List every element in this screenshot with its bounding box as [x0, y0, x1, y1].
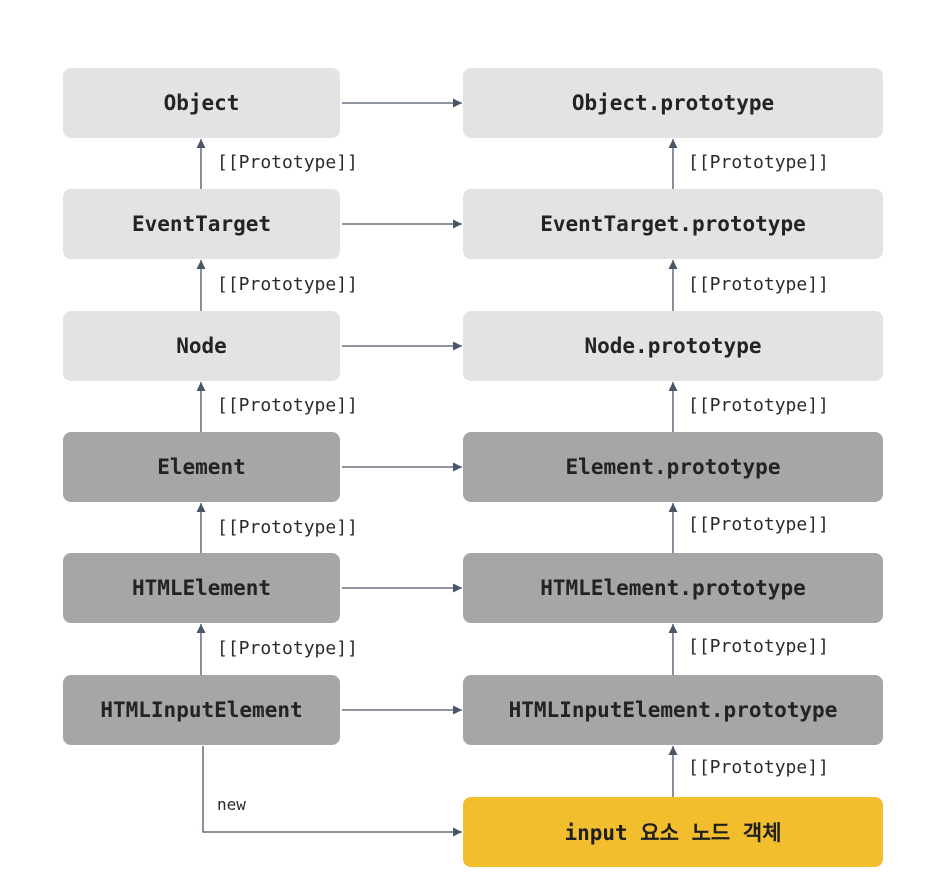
node-node-prototype: Node.prototype	[463, 311, 883, 381]
node-event-target-prototype: EventTarget.prototype	[463, 189, 883, 259]
node-element: Element	[63, 432, 340, 502]
edge-label-right-4: [[Prototype]]	[688, 514, 829, 535]
edge-label-right-3: [[Prototype]]	[688, 395, 829, 416]
node-html-element-prototype: HTMLElement.prototype	[463, 553, 883, 623]
arrow-new	[202, 746, 462, 837]
node-event-target: EventTarget	[63, 189, 340, 259]
node-html-input-element-prototype: HTMLInputElement.prototype	[463, 675, 883, 745]
edge-label-left-5: [[Prototype]]	[217, 638, 358, 659]
edge-label-right-1: [[Prototype]]	[688, 152, 829, 173]
node-html-element: HTMLElement	[63, 553, 340, 623]
node-node: Node	[63, 311, 340, 381]
node-input-element-object: input 요소 노드 객체	[463, 797, 883, 867]
edge-label-right-6: [[Prototype]]	[688, 757, 829, 778]
edge-label-left-1: [[Prototype]]	[217, 152, 358, 173]
edge-label-right-2: [[Prototype]]	[688, 274, 829, 295]
node-element-prototype: Element.prototype	[463, 432, 883, 502]
edge-label-left-2: [[Prototype]]	[217, 274, 358, 295]
node-html-input-element: HTMLInputElement	[63, 675, 340, 745]
new-label: new	[217, 795, 246, 814]
edge-label-left-4: [[Prototype]]	[217, 517, 358, 538]
node-object-prototype: Object.prototype	[463, 68, 883, 138]
node-object: Object	[63, 68, 340, 138]
edge-label-right-5: [[Prototype]]	[688, 636, 829, 657]
edge-label-left-3: [[Prototype]]	[217, 395, 358, 416]
